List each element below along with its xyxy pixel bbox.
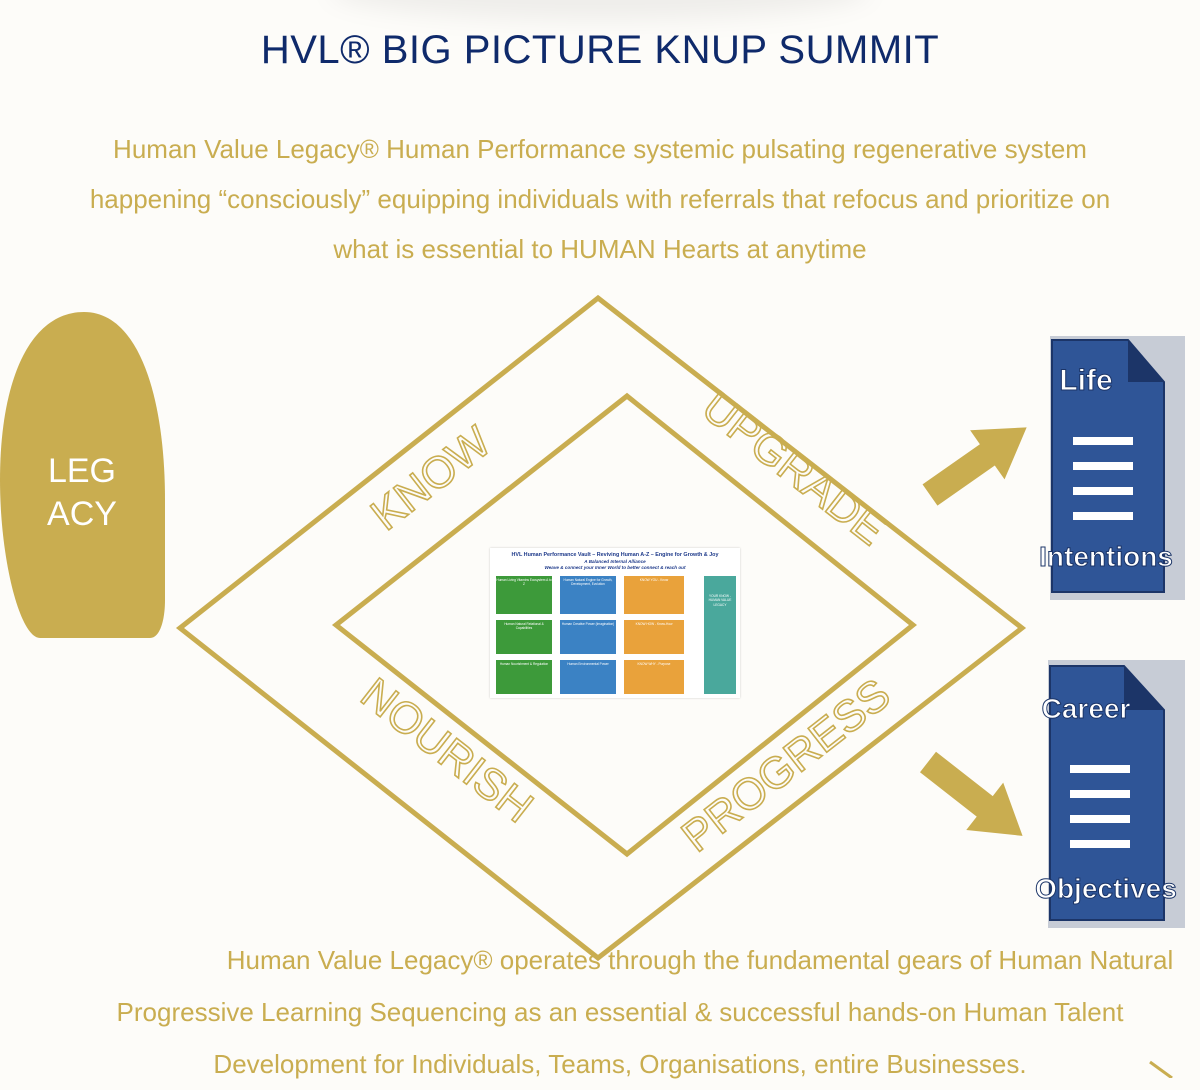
- outro-text: Human Value Legacy® operates through the…: [20, 934, 1200, 1090]
- vault-box: YOUR KNOW - HUMAN VALUE LEGACY: [704, 576, 736, 694]
- intro-line: happening “consciously” equipping indivi…: [89, 184, 1111, 214]
- intro-text: Human Value Legacy® Human Performance sy…: [20, 124, 1180, 274]
- legacy-bubble: [0, 312, 165, 638]
- top-shadow: [330, 0, 870, 20]
- vault-box: Human Natural Engine for Growth, Develop…: [560, 576, 616, 614]
- intro-line: what is essential to HUMAN Hearts at any…: [333, 234, 867, 264]
- vault-box: Human Natural Relational & Capabilities: [496, 620, 552, 654]
- vault-box: Human Environmental Power: [560, 660, 616, 694]
- vault-subtitle-2: Weave & connect your Inner World to bett…: [544, 565, 686, 570]
- label-progress: PROGRESS: [673, 669, 900, 861]
- vault-box: Human Nourishment & Regulation: [496, 660, 552, 694]
- vault-subtitle: A Balanced Internal Alliance: [584, 559, 646, 564]
- arrow-down-right: [919, 751, 1023, 836]
- outro-line: Human Value Legacy® operates through the…: [226, 945, 1174, 975]
- doc-objectives-label: Objectives: [1035, 873, 1177, 904]
- arrow-up-right: [922, 427, 1027, 506]
- document-icon-life: [1050, 336, 1185, 600]
- outer-diamond: [175, 294, 1027, 962]
- doc-intentions-label: Intentions: [1039, 541, 1173, 572]
- legacy-label-2: ACY: [47, 495, 117, 533]
- vault-box: KNOW HOW - Know-How: [624, 620, 684, 654]
- vault-box: Human Creative Power (Imagination): [560, 620, 616, 654]
- performance-vault-image: HVL Human Performance Vault – Reviving H…: [490, 548, 740, 698]
- outro-line: Development for Individuals, Teams, Orga…: [213, 1049, 1027, 1079]
- page-title: HVL® BIG PICTURE KNUP SUMMIT: [260, 28, 940, 72]
- chevron-right-icon: [1149, 1060, 1173, 1078]
- vault-box: KNOW WHY - Purpose: [624, 660, 684, 694]
- intro-line: Human Value Legacy® Human Performance sy…: [113, 134, 1087, 164]
- vault-box: Human Living Vitamins Ecosystem A to Z: [496, 576, 552, 614]
- doc-career-label: Career: [1042, 693, 1131, 724]
- outro-line: Progressive Learning Sequencing as an es…: [116, 997, 1124, 1027]
- doc-life-label: Life: [1059, 364, 1112, 397]
- legacy-label-1: LEG: [48, 452, 116, 490]
- document-icon-career: [1048, 660, 1185, 928]
- vault-box: KNOW YOU - Know: [624, 576, 684, 614]
- label-know: KNOW: [362, 417, 500, 540]
- vault-title: HVL Human Performance Vault – Reviving H…: [511, 552, 719, 558]
- inner-diamond: [331, 392, 917, 858]
